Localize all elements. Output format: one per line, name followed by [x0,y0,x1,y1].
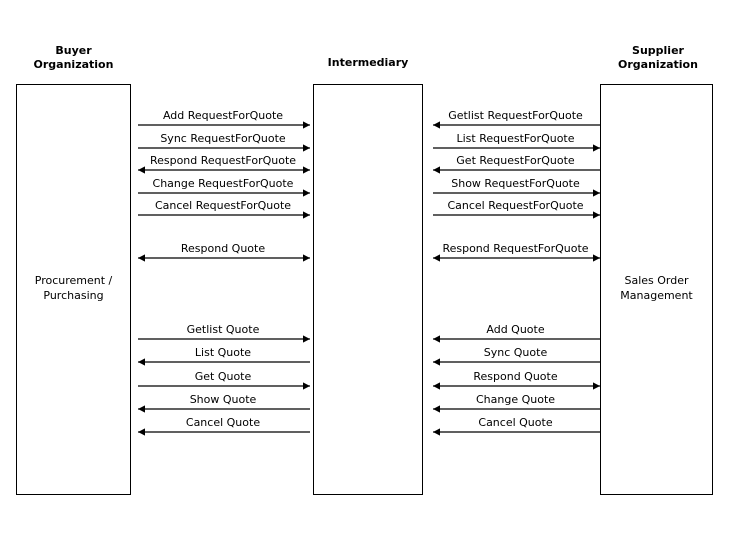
message-right-quote-2[interactable]: Respond Quote [432,361,600,390]
message-label: Show Quote [189,392,257,406]
message-label: Cancel Quote [185,416,261,430]
message-right-rfq-2[interactable]: Get RequestForQuote [432,145,600,174]
message-left-quote-1[interactable]: List Quote [137,337,310,366]
message-label: Sync Quote [483,346,548,360]
message-left-rfq-2[interactable]: Respond RequestForQuote [137,145,310,174]
message-label: Get RequestForQuote [456,154,575,167]
message-left-rfq-0[interactable]: Add RequestForQuote [137,100,310,129]
message-left-quote-2[interactable]: Get Quote [137,361,310,390]
message-right-quote-3[interactable]: Change Quote [432,384,600,413]
lifeline-box-supplier[interactable]: Sales Order Management [600,84,713,495]
message-left-respond-quote-0[interactable]: Respond Quote [137,233,310,262]
message-label: Cancel Quote [478,416,553,430]
column-title-intermediary: Intermediary [327,56,409,69]
message-right-rfq-0[interactable]: Getlist RequestForQuote [432,100,600,129]
message-label: Getlist Quote [186,323,260,336]
message-label: Get Quote [194,369,252,383]
message-label: Respond Quote [473,369,558,383]
message-label: Respond RequestForQuote [149,154,297,167]
message-label: List Quote [194,346,252,360]
message-right-respond-rfq-0[interactable]: Respond RequestForQuote [432,233,600,262]
message-left-rfq-1[interactable]: Sync RequestForQuote [137,123,310,152]
message-right-quote-4[interactable]: Cancel Quote [432,407,600,436]
message-label: Show RequestForQuote [451,176,580,190]
message-label: Cancel RequestForQuote [154,199,292,212]
message-right-rfq-4[interactable]: Cancel RequestForQuote [432,190,600,219]
message-left-rfq-4[interactable]: Cancel RequestForQuote [137,190,310,219]
column-title-supplier: Supplier Organization [618,44,698,71]
message-label: Respond Quote [180,242,266,255]
message-left-quote-4[interactable]: Cancel Quote [137,407,310,436]
message-label: Respond RequestForQuote [442,242,589,255]
message-label: Sync RequestForQuote [160,131,286,145]
message-label: Change Quote [475,392,556,406]
message-right-quote-1[interactable]: Sync Quote [432,337,600,366]
message-label: Change RequestForQuote [152,176,294,190]
message-label: Add RequestForQuote [162,109,284,122]
message-right-quote-0[interactable]: Add Quote [432,314,600,343]
lifeline-label-supplier: Sales Order Management [620,274,693,302]
lifeline-label-buyer: Procurement / Purchasing [34,274,113,302]
lifeline-box-intermediary[interactable] [313,84,423,495]
message-left-rfq-3[interactable]: Change RequestForQuote [137,168,310,197]
message-left-quote-0[interactable]: Getlist Quote [137,314,310,343]
message-left-quote-3[interactable]: Show Quote [137,384,310,413]
column-title-buyer: Buyer Organization [33,44,114,71]
message-label: List RequestForQuote [456,131,575,145]
message-right-rfq-1[interactable]: List RequestForQuote [432,123,600,152]
lifeline-box-buyer[interactable]: Procurement / Purchasing [16,84,131,495]
message-label: Cancel RequestForQuote [447,199,584,212]
message-label: Getlist RequestForQuote [448,109,583,122]
message-right-rfq-3[interactable]: Show RequestForQuote [432,168,600,197]
message-label: Add Quote [486,323,545,336]
